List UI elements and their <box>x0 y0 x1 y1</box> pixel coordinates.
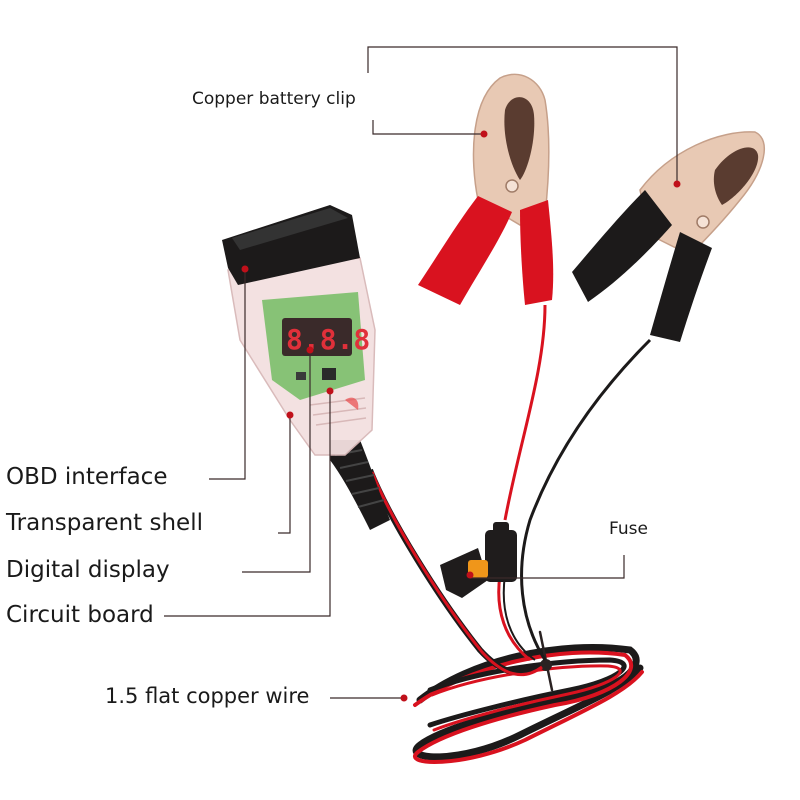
marker-dot-shell <box>286 411 294 419</box>
label-digital-display: Digital display <box>6 557 170 583</box>
label-transparent-shell: Transparent shell <box>6 510 203 536</box>
marker-dot-black-clip <box>673 180 681 188</box>
label-obd-interface: OBD interface <box>6 464 168 490</box>
marker-dot-board <box>326 387 334 395</box>
label-flat-copper-wire: 1.5 flat copper wire <box>105 684 310 708</box>
red-battery-clip <box>418 73 554 305</box>
leader-lines <box>164 46 678 699</box>
marker-dot-fuse <box>466 571 474 579</box>
led-display-digits: 8.8.8 <box>286 323 370 356</box>
label-copper-battery-clip: Copper battery clip <box>192 89 356 109</box>
label-circuit-board: Circuit board <box>6 602 154 628</box>
black-clip-wire <box>520 338 652 661</box>
red-clip-wire <box>503 304 547 521</box>
label-fuse: Fuse <box>609 519 648 539</box>
marker-dot-obd <box>241 265 249 273</box>
obd-connector: 8.8.8 <box>222 205 390 530</box>
marker-dots <box>241 130 681 702</box>
marker-dot-display <box>306 346 314 354</box>
black-battery-clip <box>572 131 766 342</box>
flat-copper-wire-bundle <box>412 630 644 764</box>
marker-dot-red-clip <box>480 130 488 138</box>
marker-dot-wire <box>400 694 408 702</box>
fuse-holder <box>440 522 517 598</box>
